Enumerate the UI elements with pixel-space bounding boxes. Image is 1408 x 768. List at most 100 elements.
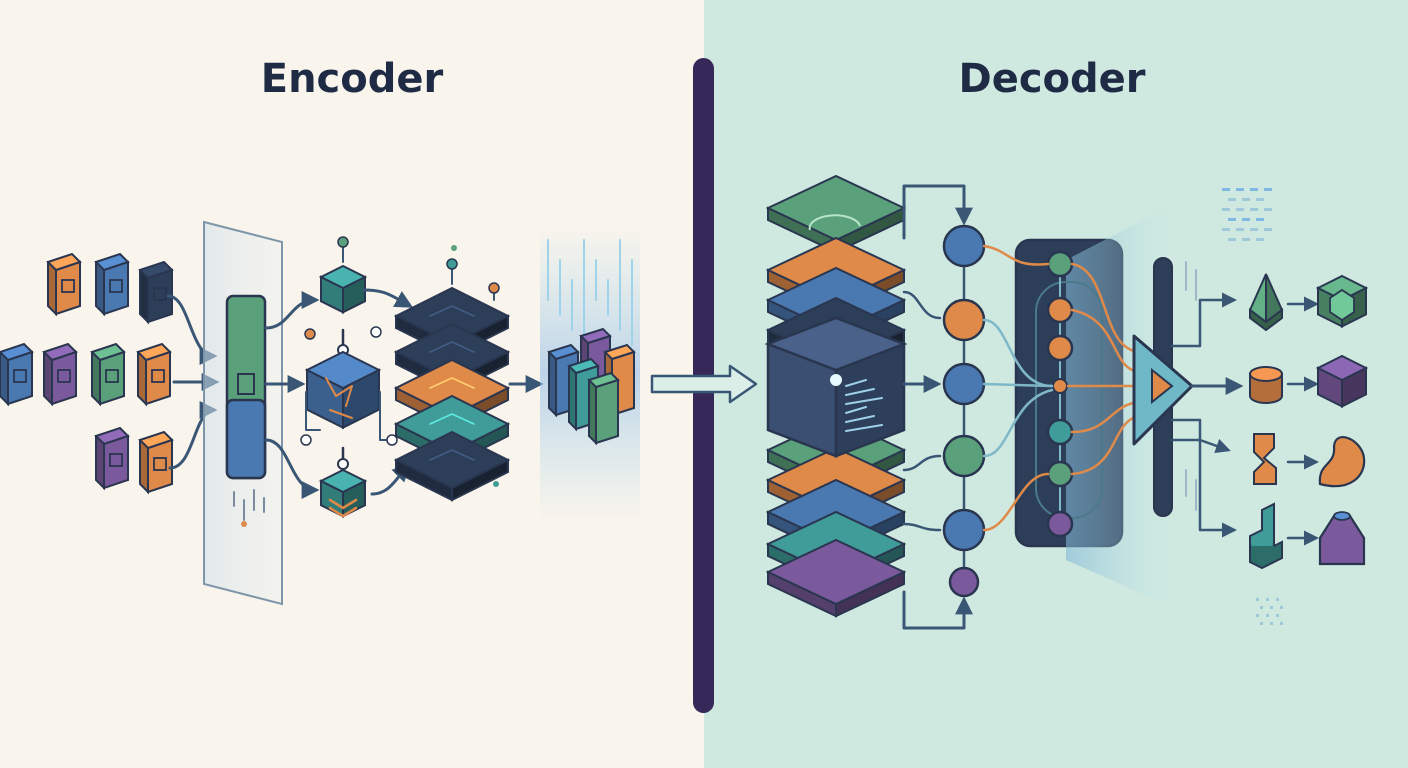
encoder-layer-5-top xyxy=(393,430,511,490)
embedding-ticks xyxy=(233,489,265,521)
stack-antenna-dot-2 xyxy=(488,282,500,294)
data-dash-0-3 xyxy=(1264,188,1272,191)
data-dash-2-3 xyxy=(1264,208,1272,211)
embedding-bar-slot xyxy=(237,373,255,395)
encoder-layer-circuit-3 xyxy=(429,377,475,389)
data-dash-0-0 xyxy=(1222,188,1230,191)
attention-node-2 xyxy=(1046,296,1074,324)
data-dash-1-2 xyxy=(1256,198,1264,201)
input-token-1-top xyxy=(46,252,82,272)
output-cube-2-top xyxy=(1315,354,1369,382)
cone-body xyxy=(1318,514,1366,566)
attention-link-3 xyxy=(982,382,1054,388)
side-dot-right xyxy=(370,326,382,338)
attention-out-5 xyxy=(1070,414,1142,476)
data-dash-2-1 xyxy=(1236,208,1244,211)
cylinder-body xyxy=(1249,373,1283,404)
attention-link-1 xyxy=(982,244,1050,266)
decoder-node-1 xyxy=(942,224,986,268)
data-dot-3-2 xyxy=(1280,622,1283,625)
latent-block-4 xyxy=(603,343,636,418)
encoder-layer-circuit-2 xyxy=(429,341,475,353)
data-dot-0-0 xyxy=(1256,598,1259,601)
branch-arrow-top xyxy=(264,291,320,330)
latent-block-3-side xyxy=(568,365,577,432)
token-glyph-2 xyxy=(109,279,123,293)
output-3-zigzag xyxy=(1253,433,1277,485)
data-dash-0-2 xyxy=(1250,188,1258,191)
data-dash-1-0 xyxy=(1228,198,1236,201)
cone-top xyxy=(1333,511,1351,521)
data-dash-5-1 xyxy=(1242,238,1250,241)
input-token-7 xyxy=(136,342,172,407)
attention-node-1 xyxy=(1046,250,1074,278)
core-data-line-2 xyxy=(845,388,875,396)
hex-face xyxy=(1329,288,1355,322)
output-arrow-1 xyxy=(1170,292,1237,348)
step-block-body xyxy=(1249,502,1275,554)
data-dot-3-1 xyxy=(1270,622,1273,625)
branch-arrow-bottom xyxy=(264,438,320,499)
attention-cube-top xyxy=(318,264,368,314)
decoder-title: Decoder xyxy=(958,56,1146,102)
latent-block-2-top xyxy=(579,327,612,345)
data-dot-0-1 xyxy=(1266,598,1269,601)
input-token-9-top xyxy=(138,430,174,450)
ffn-cube-bottom-top xyxy=(318,468,368,494)
core-data-line-3 xyxy=(845,397,883,405)
input-token-7-top xyxy=(136,342,172,362)
input-token-6 xyxy=(90,342,126,407)
data-dot-3-0 xyxy=(1260,622,1263,625)
token-glyph-7 xyxy=(151,369,165,383)
latent-block-5-side xyxy=(588,379,597,446)
embedding-dot xyxy=(241,521,247,527)
cylinder-top xyxy=(1249,366,1283,382)
input-token-8 xyxy=(94,426,130,491)
encoder-title: Encoder xyxy=(260,56,444,102)
latent-block-4-top xyxy=(603,343,636,361)
decoder-node-2 xyxy=(942,298,986,342)
context-transfer-arrow xyxy=(650,364,758,404)
output-2-cube xyxy=(1315,354,1369,409)
core-glow xyxy=(830,374,842,386)
encoder-graphics xyxy=(0,220,758,606)
input-token-6-top xyxy=(90,342,126,362)
token-glyph-6 xyxy=(105,369,119,383)
input-token-4 xyxy=(0,342,34,407)
decoder-node-4 xyxy=(942,434,986,478)
step-block-base xyxy=(1249,540,1283,570)
data-dot-1-1 xyxy=(1270,606,1273,609)
decoder-graphics xyxy=(764,174,1369,630)
attention-link-2 xyxy=(982,318,1054,388)
data-dash-2-2 xyxy=(1250,208,1258,211)
encoder-layer-circuit-4 xyxy=(429,413,475,425)
latent-block-3-top xyxy=(567,357,600,375)
latent-block-1-top xyxy=(547,343,580,361)
data-dot-1-2 xyxy=(1280,606,1283,609)
data-dash-2-0 xyxy=(1222,208,1230,211)
side-dot-bottom-left xyxy=(300,434,312,446)
ffn-chevrons xyxy=(328,498,358,518)
output-4-cone xyxy=(1318,511,1366,566)
decoder-loop-top xyxy=(902,184,973,240)
data-dot-0-2 xyxy=(1276,598,1279,601)
stack-spark-2 xyxy=(493,481,499,487)
encoder-layer-circuit-5 xyxy=(429,449,475,461)
decoder-layer-10-top xyxy=(765,538,907,606)
input-token-2-top xyxy=(94,252,130,272)
data-dash-4-1 xyxy=(1236,228,1244,231)
input-token-5-top xyxy=(42,342,78,362)
decoder-layer-10 xyxy=(765,538,907,618)
output-gate-play-inner xyxy=(1151,367,1174,405)
ffn-cube-bottom xyxy=(318,468,368,518)
data-dash-3-2 xyxy=(1256,218,1264,221)
token-glyph-5 xyxy=(57,369,71,383)
decoder-node-3 xyxy=(942,362,986,406)
core-data-line-4 xyxy=(845,406,867,414)
decoder-core-top xyxy=(764,316,908,372)
latent-block-5-front xyxy=(595,378,619,445)
core-data-line-1 xyxy=(845,379,867,387)
output-2-cylinder xyxy=(1249,366,1283,404)
